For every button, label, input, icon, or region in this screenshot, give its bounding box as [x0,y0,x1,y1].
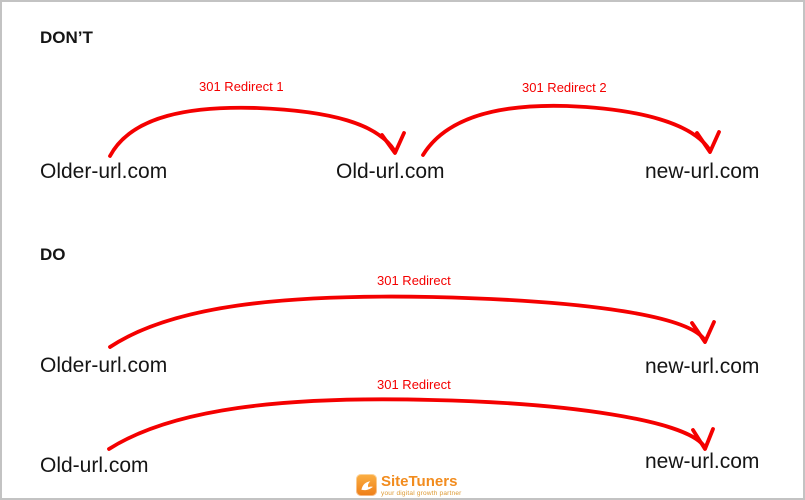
dont-redirect-2-label: 301 Redirect 2 [522,80,607,95]
logo-text-block: SiteTuners your digital growth partner [381,473,462,498]
dont-redirect-1-label: 301 Redirect 1 [199,79,284,94]
node-old-url-dont: Old-url.com [336,160,445,183]
node-new-url-do-1: new-url.com [645,355,760,378]
arrowhead-icon [695,130,721,154]
node-new-url-dont: new-url.com [645,160,760,183]
do-redirect-2-label: 301 Redirect [377,377,451,392]
curved-arrow-icon [107,397,706,451]
curved-arrow-icon [108,105,396,158]
logo-name: SiteTuners [381,473,458,490]
node-old-url-do: Old-url.com [40,454,149,477]
arrowhead-icon [380,131,406,155]
arrowhead-icon [690,320,716,344]
sitetuners-logo: SiteTuners your digital growth partner [356,474,462,497]
node-older-url-dont: Older-url.com [40,160,168,183]
node-older-url-do: Older-url.com [40,354,168,377]
logo-tagline: your digital growth partner [381,490,462,497]
arrowhead-icon [691,427,715,451]
curved-arrow-icon [421,103,711,157]
sitetuners-swoosh-icon [356,474,377,496]
dont-heading: DON’T [40,28,93,47]
node-new-url-do-2: new-url.com [645,450,760,473]
curved-arrow-icon [108,294,706,349]
do-redirect-1-label: 301 Redirect [377,273,451,288]
do-heading: DO [40,245,66,264]
